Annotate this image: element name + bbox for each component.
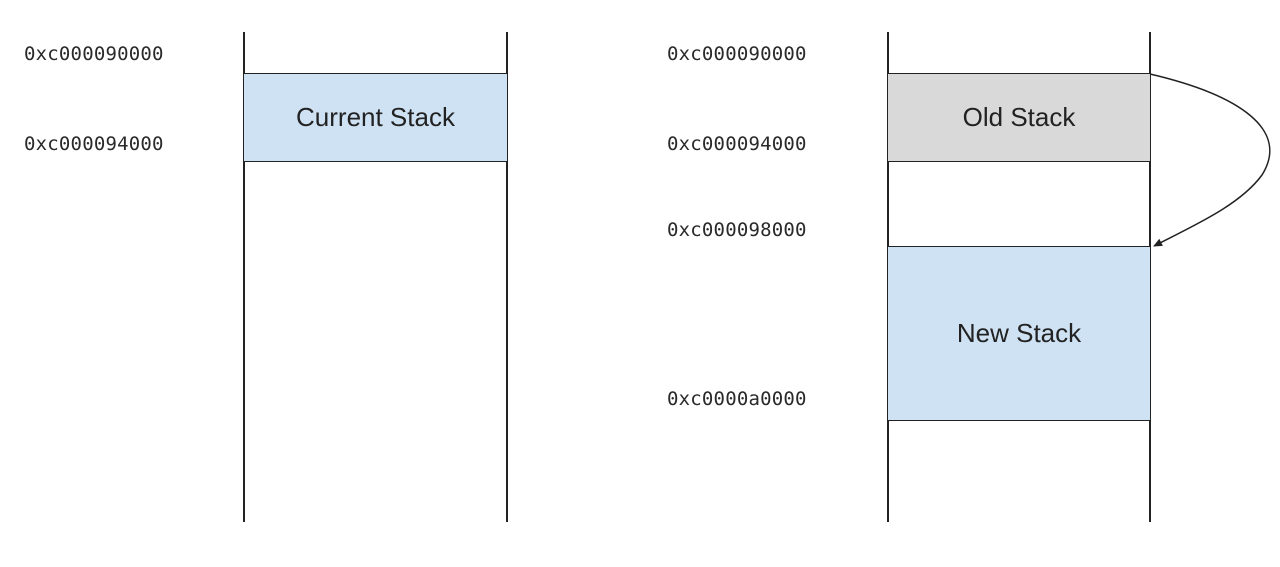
address-label: 0xc0000a0000 bbox=[667, 388, 807, 410]
address-label: 0xc000094000 bbox=[24, 133, 164, 155]
curved-arrow-path bbox=[1149, 73, 1271, 247]
current-stack-label: Current Stack bbox=[296, 102, 455, 132]
address-label: 0xc000098000 bbox=[667, 219, 807, 241]
address-label: 0xc000094000 bbox=[667, 133, 807, 155]
new-stack-label: New Stack bbox=[956, 318, 1082, 348]
current-stack-block: Current Stack bbox=[243, 73, 508, 162]
address-label: 0xc000090000 bbox=[667, 43, 807, 65]
address-label: 0xc000090000 bbox=[24, 43, 164, 65]
old-stack-block: Old Stack bbox=[887, 73, 1151, 162]
memory-left-edge bbox=[243, 32, 245, 522]
new-stack-block: New Stack bbox=[887, 246, 1151, 421]
memory-right-edge bbox=[506, 32, 508, 522]
old-stack-label: Old Stack bbox=[962, 102, 1076, 132]
